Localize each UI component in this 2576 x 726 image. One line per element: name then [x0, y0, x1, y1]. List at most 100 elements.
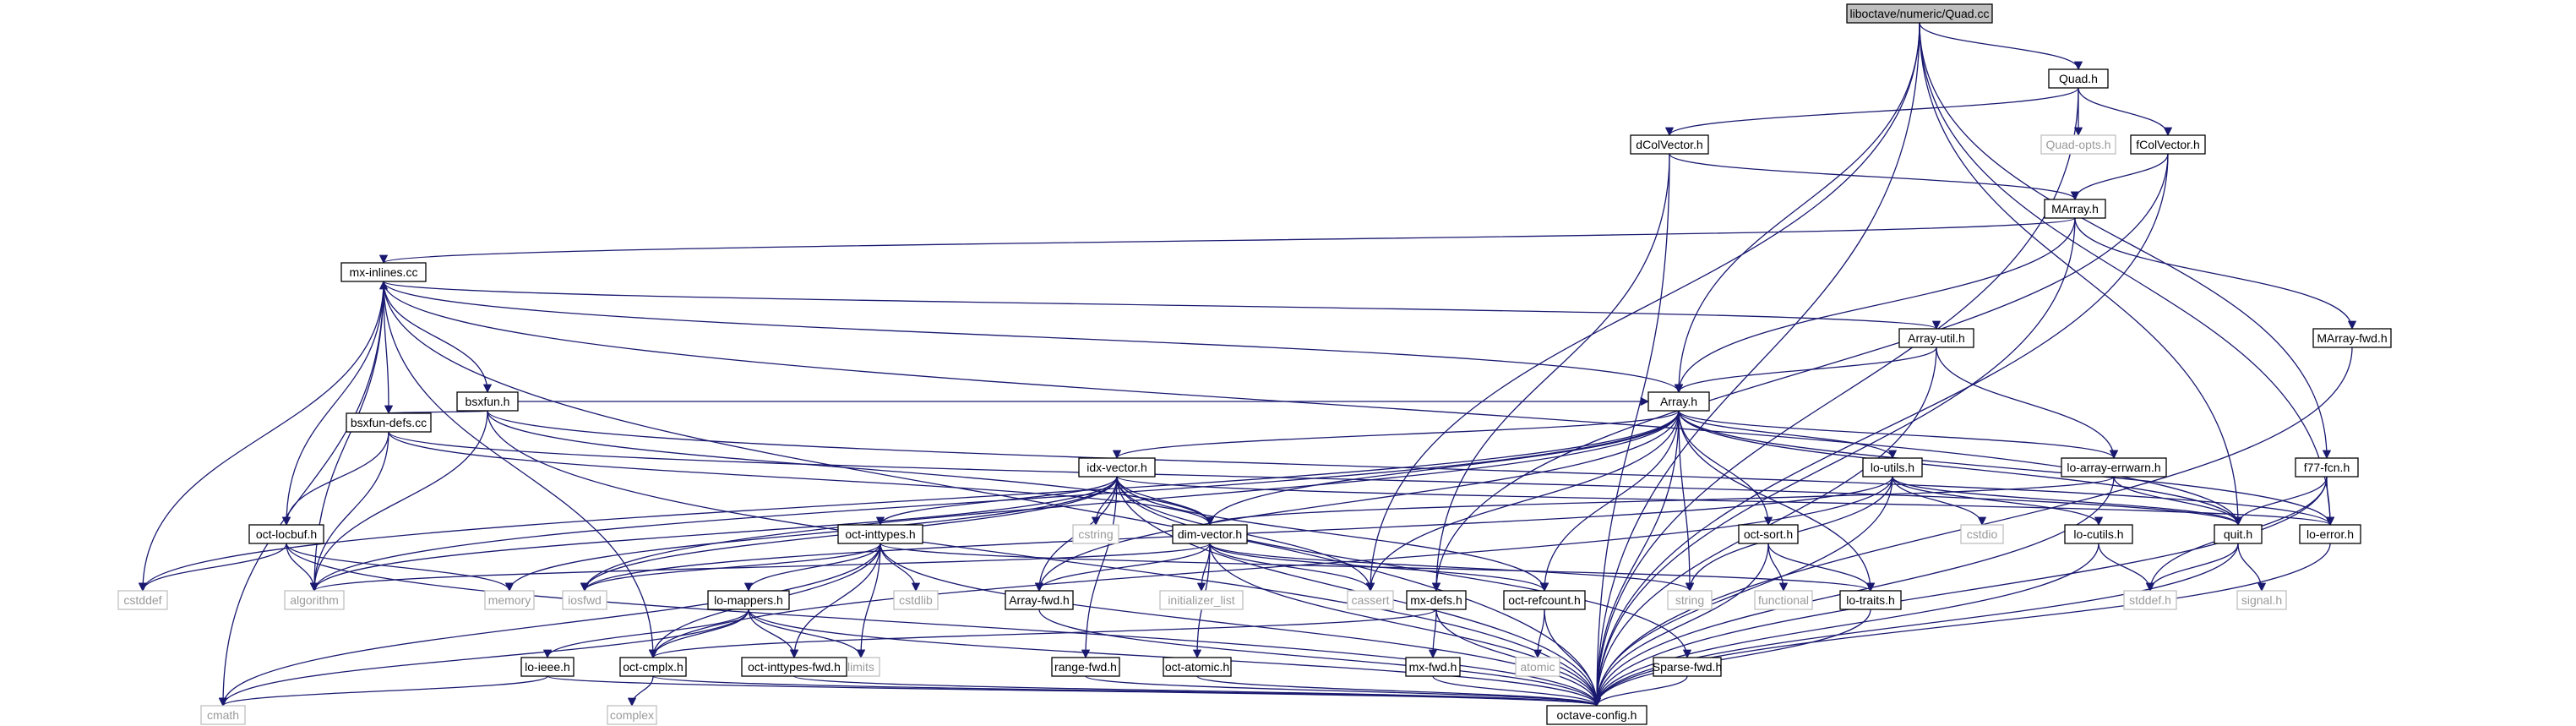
node-label: cassert [1351, 593, 1389, 607]
edge-lo_utils-to-octave_config [1592, 476, 1893, 707]
node-dcolvector[interactable]: dColVector.h [1630, 134, 1709, 155]
edge-mx_defs-to-mx_fwd [1428, 609, 1438, 659]
edge-array_h-to-array_fwd [1034, 410, 1680, 592]
node-box [1839, 590, 1902, 610]
edge-mx_inlines-to-array_h [383, 281, 1683, 394]
node-lo-cutils[interactable]: lo-cutils.h [2064, 524, 2133, 544]
edge-root-to-octave_config [1592, 22, 1920, 707]
edge-root-to-cassert [1365, 22, 1920, 592]
node-box [2295, 457, 2359, 478]
node-oct-refcount[interactable]: oct-refcount.h [1503, 590, 1586, 610]
edge-lo_mappers-to-cmath [218, 609, 749, 707]
node-bsxfun[interactable]: bsxfun.h [456, 391, 519, 412]
node-box [1072, 524, 1119, 544]
node-label: memory [488, 593, 531, 607]
node-label: atomic [1520, 660, 1555, 674]
node-oct-cmplx[interactable]: oct-cmplx.h [619, 657, 687, 677]
edge-root-to-lo_error [1919, 22, 2335, 527]
node-marray-fwd[interactable]: MArray-fwd.h [2312, 328, 2392, 348]
node-box [2061, 457, 2167, 478]
node-atomic: atomic [1515, 657, 1560, 677]
node-root[interactable]: liboctave/numeric/Quad.cc [1846, 3, 1993, 24]
node-box [346, 412, 432, 433]
node-sparse-fwd[interactable]: Sparse-fwd.h [1653, 657, 1722, 677]
node-label: Array.h [1660, 395, 1697, 408]
node-lo-utils[interactable]: lo-utils.h [1862, 457, 1923, 478]
node-box [340, 262, 427, 282]
edge-array_h-to-idx_vector [1113, 410, 1680, 460]
node-oct-inttypes-fwd[interactable]: oct-inttypes-fwd.h [741, 657, 847, 677]
node-box [117, 590, 168, 610]
node-label: Array-util.h [1908, 331, 1965, 345]
node-mx-inlines[interactable]: mx-inlines.cc [340, 262, 427, 282]
edge-idx_vector-to-range_fwd [1081, 476, 1118, 659]
node-mx-fwd[interactable]: mx-fwd.h [1405, 657, 1461, 677]
node-lo-error[interactable]: lo-error.h [2299, 524, 2361, 544]
node-label: Array-fwd.h [1009, 593, 1070, 607]
node-idx-vector[interactable]: idx-vector.h [1078, 457, 1156, 478]
edge-lo_ieee-to-cmath [219, 675, 548, 707]
node-fcolvector[interactable]: fColVector.h [2130, 134, 2206, 155]
node-box [200, 705, 246, 725]
edge-oct_atomic-to-octave_config [1196, 675, 1601, 707]
node-box [2044, 199, 2106, 219]
node-lo-mappers[interactable]: lo-mappers.h [707, 590, 790, 610]
edge-oct_inttypes_fwd-to-octave_config [793, 675, 1601, 707]
edge-oct_inttypes-to-lo_traits [880, 543, 1875, 592]
node-quad-h[interactable]: Quad.h [2048, 68, 2109, 89]
node-lo-array-errwarn[interactable]: lo-array-errwarn.h [2061, 457, 2167, 478]
node-complex: complex [607, 705, 657, 725]
edge-oct_inttypes-to-lo_mappers [743, 543, 881, 592]
edge-array_h-to-dim_vector [1205, 410, 1680, 527]
edge-oct_refcount-to-atomic [1533, 609, 1545, 659]
edge-lo_mappers-to-lo_ieee [542, 609, 749, 659]
node-dim-vector[interactable]: dim-vector.h [1172, 524, 1248, 544]
node-label: bsxfun.h [466, 395, 510, 408]
edge-marray-to-octave_config [1592, 217, 2076, 707]
edge-mx_inlines-to-cstddef [138, 281, 384, 592]
edge-array_h-to-cassert [1365, 410, 1680, 592]
node-label: lo-array-errwarn.h [2067, 461, 2160, 474]
edge-idx_vector-to-algorithm [309, 476, 1118, 592]
node-box [2130, 134, 2206, 155]
edge-root-to-f77_fcn [1919, 22, 2332, 460]
edge-f77_fcn-to-quit_h [2233, 476, 2328, 527]
node-box [1546, 705, 1647, 725]
node-oct-atomic[interactable]: oct-atomic.h [1163, 657, 1232, 677]
node-label: lo-error.h [2306, 527, 2354, 541]
node-marray[interactable]: MArray.h [2044, 199, 2106, 219]
node-range-fwd[interactable]: range-fwd.h [1051, 657, 1120, 677]
node-lo-ieee[interactable]: lo-ieee.h [520, 657, 575, 677]
node-limits: limits [841, 657, 880, 677]
node-label: quit.h [2224, 527, 2252, 541]
node-box [1653, 657, 1722, 677]
edge-root-to-quad_h [1919, 22, 2083, 71]
node-mx-defs[interactable]: mx-defs.h [1406, 590, 1467, 610]
node-octave-config[interactable]: octave-config.h [1546, 705, 1647, 725]
node-oct-sort[interactable]: oct-sort.h [1738, 524, 1799, 544]
node-label: oct-cmplx.h [623, 660, 683, 674]
node-lo-traits[interactable]: lo-traits.h [1839, 590, 1902, 610]
node-oct-locbuf[interactable]: oct-locbuf.h [248, 524, 324, 544]
node-oct-inttypes[interactable]: oct-inttypes.h [837, 524, 923, 544]
node-cstdio: cstdio [1960, 524, 2004, 544]
edge-mx_inlines-to-cmath [218, 281, 384, 707]
node-bsxfun-defs[interactable]: bsxfun-defs.cc [346, 412, 432, 433]
edge-array_h-to-oct_refcount [1539, 410, 1680, 592]
node-label: complex [610, 708, 654, 722]
node-array-fwd[interactable]: Array-fwd.h [1005, 590, 1074, 610]
node-box [1347, 590, 1394, 610]
node-label: lo-mappers.h [714, 593, 783, 607]
node-array-h[interactable]: Array.h [1647, 391, 1710, 412]
edge-array_h-to-lo_error [1678, 410, 2335, 527]
node-array-util[interactable]: Array-util.h [1898, 328, 1974, 348]
node-box [607, 705, 657, 725]
edge-lo_array_errwarn-to-quit_h [2113, 476, 2243, 527]
node-algorithm: algorithm [284, 590, 345, 610]
node-label: Quad-opts.h [2045, 138, 2110, 151]
node-quit-h[interactable]: quit.h [2214, 524, 2263, 544]
node-label: cmath [207, 708, 239, 722]
edge-oct_inttypes-to-cmath [218, 543, 881, 707]
node-f77-fcn[interactable]: f77-fcn.h [2295, 457, 2359, 478]
node-box [1159, 590, 1244, 610]
